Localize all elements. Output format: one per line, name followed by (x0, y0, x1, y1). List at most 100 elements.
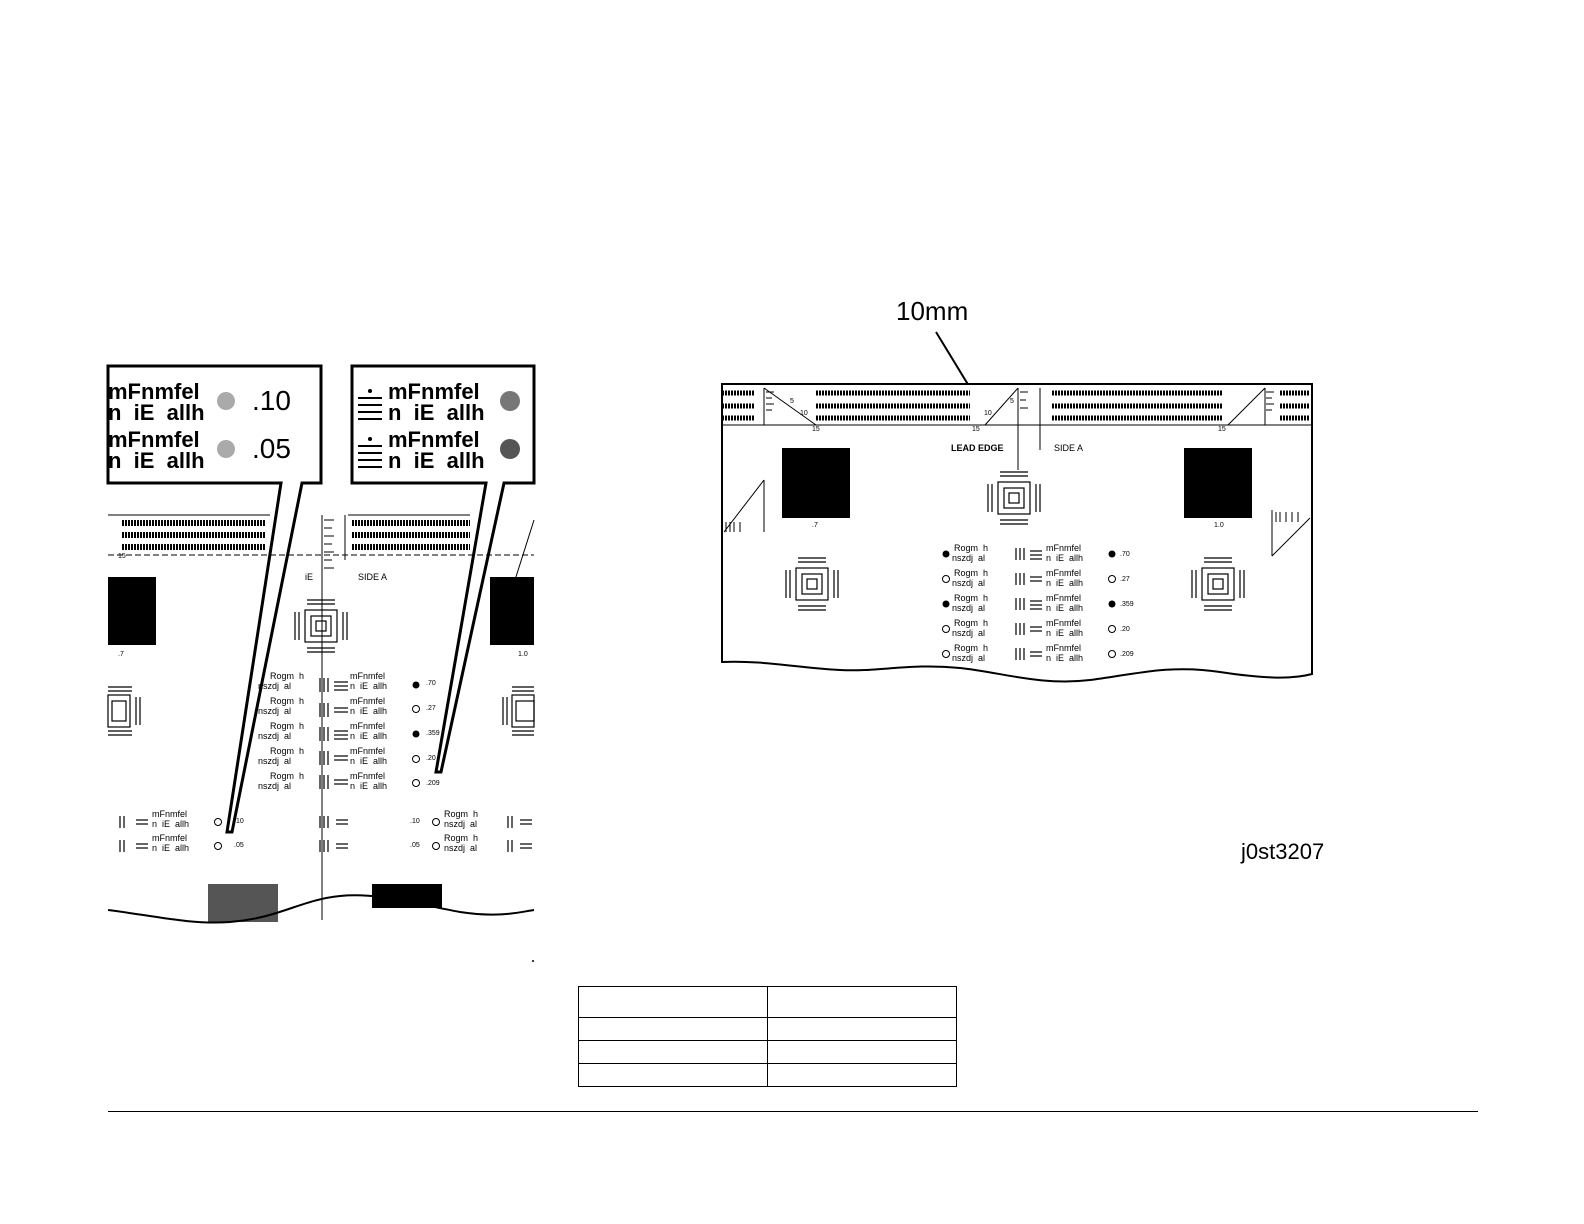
lower-row1-b: nszdj al (444, 819, 478, 829)
table-cell (578, 1017, 768, 1041)
density-value: .359 (1120, 601, 1134, 608)
density-row: Rogm h nszdj al mFnmfel n iE allh .359 (258, 721, 458, 746)
density-b: nszdj al (258, 706, 292, 716)
density-row: Rogm h nszdj al mFnmfel n iE allh .27 (952, 569, 1152, 594)
density-d: n iE allh (350, 781, 388, 791)
density-value: .27 (426, 705, 436, 712)
density-d: n iE allh (350, 731, 388, 741)
table-row (578, 986, 957, 1018)
table-cell (578, 1063, 768, 1087)
mag2-row2-line1: mFnmfel (388, 427, 480, 452)
ruler-num-5-left: 5 (790, 398, 794, 405)
mag1-row1-line1: mFnmfel (108, 379, 200, 404)
density-a: Rogm h (954, 618, 989, 628)
density-b: nszdj al (952, 653, 986, 663)
density-c: mFnmfel (350, 771, 386, 781)
density-b: nszdj al (258, 681, 292, 691)
lower-row2-v: .05 (234, 842, 244, 849)
lower-row2-d: n iE allh (152, 843, 190, 853)
callout-label: 10mm (896, 296, 969, 326)
density-value: .27 (1120, 576, 1130, 583)
right-patch-label-1: .7 (812, 522, 818, 529)
density-b: nszdj al (258, 781, 292, 791)
lower-row2-b: nszdj al (444, 843, 478, 853)
mag2-row1-line2: n iE allh (388, 400, 485, 425)
lower-row1-d: n iE allh (152, 819, 190, 829)
density-b: nszdj al (952, 603, 986, 613)
ruler-num-15-left: 15 (812, 426, 820, 433)
lower-row1-a: Rogm h (444, 809, 479, 819)
blank-table (578, 986, 957, 1087)
density-d: n iE allh (1046, 653, 1084, 663)
mag2-row2-line2: n iE allh (388, 448, 485, 473)
lower-row2-c: mFnmfel (152, 833, 188, 843)
right-density-rows: Rogm h nszdj al mFnmfel n iE allh .70 Ro… (952, 544, 1152, 669)
density-c: mFnmfel (350, 696, 386, 706)
density-value: .70 (426, 680, 436, 687)
density-a: Rogm h (954, 568, 989, 578)
table-row (578, 1040, 957, 1064)
density-d: n iE allh (1046, 553, 1084, 563)
left-patch-label-2: 1.0 (518, 651, 528, 658)
density-d: n iE allh (1046, 628, 1084, 638)
lower-row1-c: mFnmfel (152, 809, 188, 819)
left-patch-label-1: .7 (118, 651, 124, 658)
density-d: n iE allh (1046, 603, 1084, 613)
density-b: nszdj al (952, 578, 986, 588)
density-a: Rogm h (270, 721, 305, 731)
left-figure-graphic (106, 364, 536, 962)
density-row: Rogm h nszdj al mFnmfel n iE allh .359 (952, 594, 1152, 619)
density-b: nszdj al (258, 756, 292, 766)
density-a: Rogm h (270, 671, 305, 681)
lower-row1-v2: .10 (410, 818, 420, 825)
mag1-row1-line2: n iE allh (108, 400, 205, 425)
density-d: n iE allh (350, 706, 388, 716)
density-row: Rogm h nszdj al mFnmfel n iE allh .209 (952, 644, 1152, 669)
density-row: Rogm h nszdj al mFnmfel n iE allh .70 (952, 544, 1152, 569)
density-d: n iE allh (350, 681, 388, 691)
ruler-num-10-center: 10 (984, 410, 992, 417)
mag1-row2-value: .05 (252, 433, 291, 464)
table-cell (767, 1040, 957, 1064)
density-value: .359 (426, 730, 440, 737)
mag1-row2-line1: mFnmfel (108, 427, 200, 452)
density-value: .20 (1120, 626, 1130, 633)
left-figure: mFnmfel n iE allh .10 mFnmfel n iE allh … (0, 0, 560, 980)
footer-rule (108, 1111, 1478, 1112)
table-cell (767, 986, 957, 1018)
lower-row2-v2: .05 (410, 842, 420, 849)
density-a: Rogm h (954, 593, 989, 603)
right-patch-label-2: 1.0 (1214, 522, 1224, 529)
table-cell (578, 1040, 768, 1064)
ruler-num-5-center: 5 (1010, 398, 1014, 405)
density-c: mFnmfel (350, 746, 386, 756)
density-value: .209 (426, 780, 440, 787)
density-row: Rogm h nszdj al mFnmfel n iE allh .209 (258, 771, 458, 796)
lower-row1-v: .10 (234, 818, 244, 825)
table-cell (767, 1017, 957, 1041)
density-row: Rogm h nszdj al mFnmfel n iE allh .27 (258, 696, 458, 721)
table-row (578, 1063, 957, 1087)
lower-row2-a: Rogm h (444, 833, 479, 843)
density-a: Rogm h (270, 746, 305, 756)
density-value: .209 (1120, 651, 1134, 658)
density-a: Rogm h (270, 696, 305, 706)
density-a: Rogm h (954, 643, 989, 653)
density-c: mFnmfel (1046, 543, 1082, 553)
density-row: Rogm h nszdj al mFnmfel n iE allh .20 (258, 746, 458, 771)
lead-edge-label: LEAD EDGE (951, 443, 1004, 453)
density-c: mFnmfel (1046, 618, 1082, 628)
density-row: Rogm h nszdj al mFnmfel n iE allh .20 (952, 619, 1152, 644)
density-c: mFnmfel (1046, 568, 1082, 578)
density-a: Rogm h (270, 771, 305, 781)
density-value: .70 (1120, 551, 1130, 558)
ruler-num-10-left: 10 (800, 410, 808, 417)
table-row (578, 1017, 957, 1041)
ruler-num-15-center: 15 (972, 426, 980, 433)
right-figure-graphic (721, 331, 1313, 683)
density-d: n iE allh (1046, 578, 1084, 588)
density-d: n iE allh (350, 756, 388, 766)
density-a: Rogm h (954, 543, 989, 553)
density-c: mFnmfel (350, 671, 386, 681)
right-figure: 10mm (700, 280, 1340, 700)
